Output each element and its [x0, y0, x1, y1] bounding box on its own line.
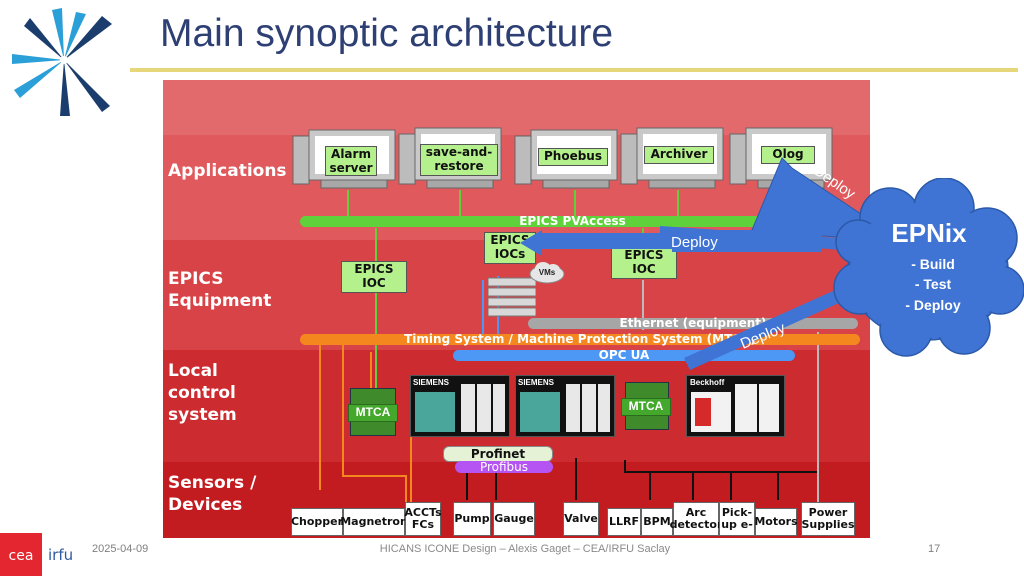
app-phoebus: Phoebus — [538, 148, 608, 166]
beckhoff-label: Beckhoff — [690, 378, 725, 387]
footer-date: 2025-04-09 — [92, 543, 149, 555]
bus-profibus: Profibus — [455, 461, 553, 473]
deploy-arrowhead-center — [520, 230, 542, 256]
svg-text:irfu: irfu — [48, 546, 73, 564]
page-number: 17 — [928, 543, 941, 555]
siemens-b-label: SIEMENS — [518, 378, 555, 387]
bus-opc-ua: OPC UA — [453, 349, 795, 361]
epnix-title: EPNix — [891, 218, 967, 248]
deploy-arrow-shaft — [542, 233, 682, 249]
mtca-left: MTCA — [348, 404, 398, 422]
app-save-and-restore: save-and-restore — [420, 144, 498, 176]
cea-irfu-logo: cea irfu — [0, 533, 86, 576]
architecture-diagram: Applications EPICS Equipment Local contr… — [163, 80, 870, 538]
app-archiver: Archiver — [644, 146, 714, 164]
bus-epics-pvaccess: EPICS PVAccess — [300, 215, 845, 227]
bus-ethernet-equipment: Ethernet (equipment) — [528, 317, 858, 329]
device-arc-detector: Arc detector — [670, 502, 722, 536]
device-gauge: Gauge — [493, 502, 535, 536]
vms-label: VMs — [538, 268, 556, 277]
bus-timing-mps: Timing System / Machine Protection Syste… — [300, 333, 860, 345]
app-alarm-server: Alarm server — [325, 146, 377, 176]
beckhoff-plc — [686, 375, 785, 437]
epics-ioc-right: EPICS IOC — [611, 247, 677, 279]
deploy-arrow-center — [672, 230, 822, 252]
device-magnetron: Magnetron — [340, 508, 408, 536]
title-divider — [130, 68, 1018, 72]
layer-label-local-control: Local control system — [168, 361, 237, 425]
device-bpm: BPM — [641, 508, 673, 536]
connection-lines — [319, 190, 819, 510]
device-llrf: LLRF — [607, 508, 641, 536]
epnix-item-deploy: - Deploy — [905, 297, 961, 313]
epnix-cloud — [832, 177, 1024, 358]
device-accts-fcs: ACCTs FCs — [404, 502, 442, 536]
siemens-plc-b — [515, 375, 615, 437]
siemens-plc-a — [410, 375, 510, 437]
epnix-item-test: - Test — [914, 276, 952, 292]
band-top — [163, 80, 870, 135]
device-power-supplies: Power Supplies — [801, 502, 855, 536]
layer-label-epics-equipment: EPICS Equipment — [168, 269, 272, 311]
device-pump: Pump — [453, 502, 491, 536]
cloud-icon — [529, 260, 565, 284]
device-pick-up: Pick-up e- — [719, 502, 755, 536]
layer-label-applications: Applications — [168, 161, 287, 181]
epnix-item-build: - Build — [911, 256, 955, 272]
footer-text: HICANS ICONE Design – Alexis Gaget – CEA… — [379, 543, 671, 555]
epics-ioc-left: EPICS IOC — [341, 261, 407, 293]
layer-label-sensors: Sensors / Devices — [168, 473, 257, 515]
irfu-logo — [6, 8, 126, 120]
device-chopper: Chopper — [291, 508, 343, 536]
device-motors: Motors — [754, 508, 798, 536]
device-valve: Valve — [563, 502, 599, 536]
siemens-a-label: SIEMENS — [413, 378, 450, 387]
mtca-right: MTCA — [621, 398, 671, 416]
app-olog: Olog — [761, 146, 815, 164]
svg-text:cea: cea — [9, 548, 34, 564]
slide-title: Main synoptic architecture — [160, 12, 614, 55]
deploy-label-center: Deploy — [671, 234, 718, 251]
